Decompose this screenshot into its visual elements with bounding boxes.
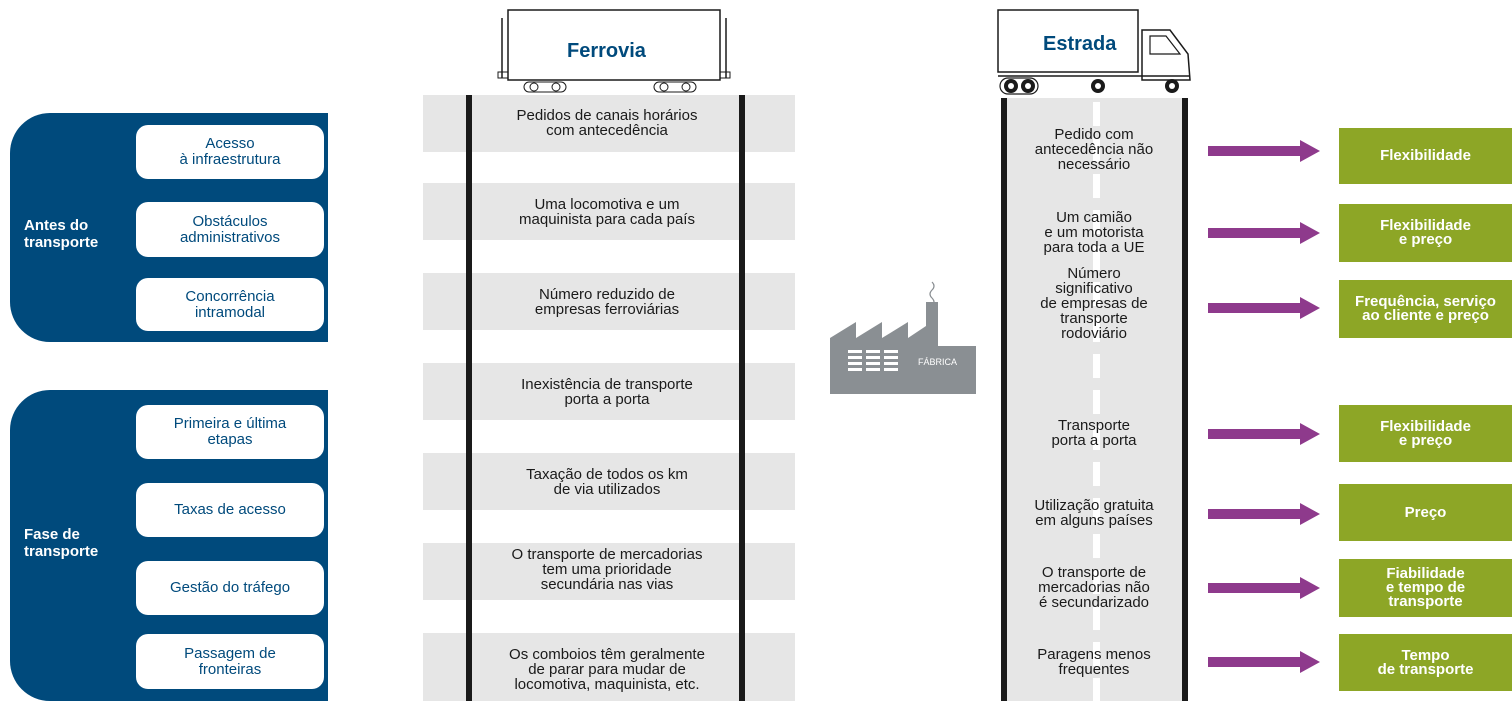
arrow-right-icon — [1208, 222, 1320, 244]
rail-sleeper — [423, 363, 795, 420]
benefit-box: Flexibilidade e preço — [1339, 204, 1512, 262]
benefit-box: Fiabilidade e tempo de transporte — [1339, 559, 1512, 617]
benefit-box: Frequência, serviço ao cliente e preço — [1339, 280, 1512, 338]
road-edge-left — [1001, 98, 1007, 701]
truck-icon — [997, 9, 1191, 95]
rail-sleeper — [423, 453, 795, 510]
rail-issue: Taxação de todos os km de via utilizados — [526, 466, 688, 498]
road-advantage: O transporte de mercadorias não é secund… — [1038, 564, 1150, 611]
road-lane-dash — [1093, 534, 1100, 558]
obstacle-item: Primeira e última etapas — [136, 405, 324, 459]
arrow-right-icon — [1208, 423, 1320, 445]
road-advantage: Número significativo de empresas de tran… — [1040, 265, 1148, 342]
benefit-box: Preço — [1339, 484, 1512, 541]
road-advantage: Pedido com antecedência não necessário — [1034, 126, 1154, 173]
rail-issue: Número reduzido de empresas ferroviárias — [534, 286, 680, 318]
rail-issue: Os comboios têm geralmente de parar para… — [509, 646, 705, 693]
obstacle-item: Taxas de acesso — [136, 483, 324, 537]
group-transport-phase: Fase de transporte Primeira e última eta… — [10, 390, 328, 701]
obstacle-item: Obstáculos administrativos — [136, 202, 324, 257]
road-advantage: Um camião e um motorista para toda a UE — [1043, 209, 1145, 256]
group-title: Fase de transporte — [24, 526, 99, 560]
rail-sleeper — [423, 543, 795, 600]
road-lane-dash — [1093, 498, 1100, 522]
road-lane-dash — [1093, 642, 1100, 666]
road-lane-dash — [1093, 210, 1100, 234]
road-lane-dash — [1093, 246, 1100, 270]
rail-sleeper — [423, 273, 795, 330]
rail-issue: O transporte de mercadorias tem uma prio… — [511, 546, 703, 593]
factory-label: FÁBRICA — [918, 357, 958, 367]
rail-right — [739, 95, 745, 701]
rail-sleeper — [423, 633, 795, 701]
rail-sleeper — [423, 95, 795, 152]
road-lane-dash — [1093, 174, 1100, 198]
rail-issue: Inexistência de transporte porta a porta — [521, 376, 693, 408]
arrow-right-icon — [1208, 140, 1320, 162]
road-lane-dash — [1093, 462, 1100, 486]
rail-issue: Pedidos de canais horários com antecedên… — [516, 107, 698, 139]
road-advantage: Transporte porta a porta — [1051, 417, 1137, 449]
group-title: Antes do transporte — [24, 217, 99, 251]
obstacle-item: Acesso à infraestrutura — [136, 125, 324, 179]
road-advantage: Utilização gratuita em alguns países — [1034, 497, 1154, 529]
road-lane-dash — [1093, 570, 1100, 594]
benefit-box: Flexibilidade e preço — [1339, 405, 1512, 462]
obstacle-item: Passagem de fronteiras — [136, 634, 324, 689]
group-before-transport: Antes do transporte Acesso à infraestrut… — [10, 113, 328, 342]
obstacle-item: Concorrência intramodal — [136, 278, 324, 331]
road-title: Estrada — [1043, 33, 1117, 55]
road-lane-dash — [1093, 678, 1100, 702]
road-edge-right — [1182, 98, 1188, 701]
road-lane-dash — [1093, 282, 1100, 306]
rail-issue: Uma locomotiva e um maquinista para cada… — [519, 196, 695, 228]
arrow-right-icon — [1208, 297, 1320, 319]
benefit-box: Flexibilidade — [1339, 128, 1512, 184]
rail-left — [466, 95, 472, 701]
benefit-box: Tempo de transporte — [1339, 634, 1512, 691]
road-lane-dash — [1093, 390, 1100, 414]
arrow-right-icon — [1208, 651, 1320, 673]
road-lane-dash — [1093, 318, 1100, 342]
rail-title: Ferrovia — [567, 40, 646, 62]
train-wagon-icon — [497, 9, 731, 93]
road-lane-dash — [1093, 354, 1100, 378]
rail-sleeper — [423, 183, 795, 240]
obstacle-item: Gestão do tráfego — [136, 561, 324, 615]
road-lane-dash — [1093, 102, 1100, 126]
arrow-right-icon — [1208, 503, 1320, 525]
arrow-right-icon — [1208, 577, 1320, 599]
road-lane-dash — [1093, 606, 1100, 630]
factory-icon — [830, 281, 976, 394]
road-lane-dash — [1093, 138, 1100, 162]
road-advantage: Paragens menos frequentes — [1037, 646, 1151, 678]
road-lane-dash — [1093, 426, 1100, 450]
